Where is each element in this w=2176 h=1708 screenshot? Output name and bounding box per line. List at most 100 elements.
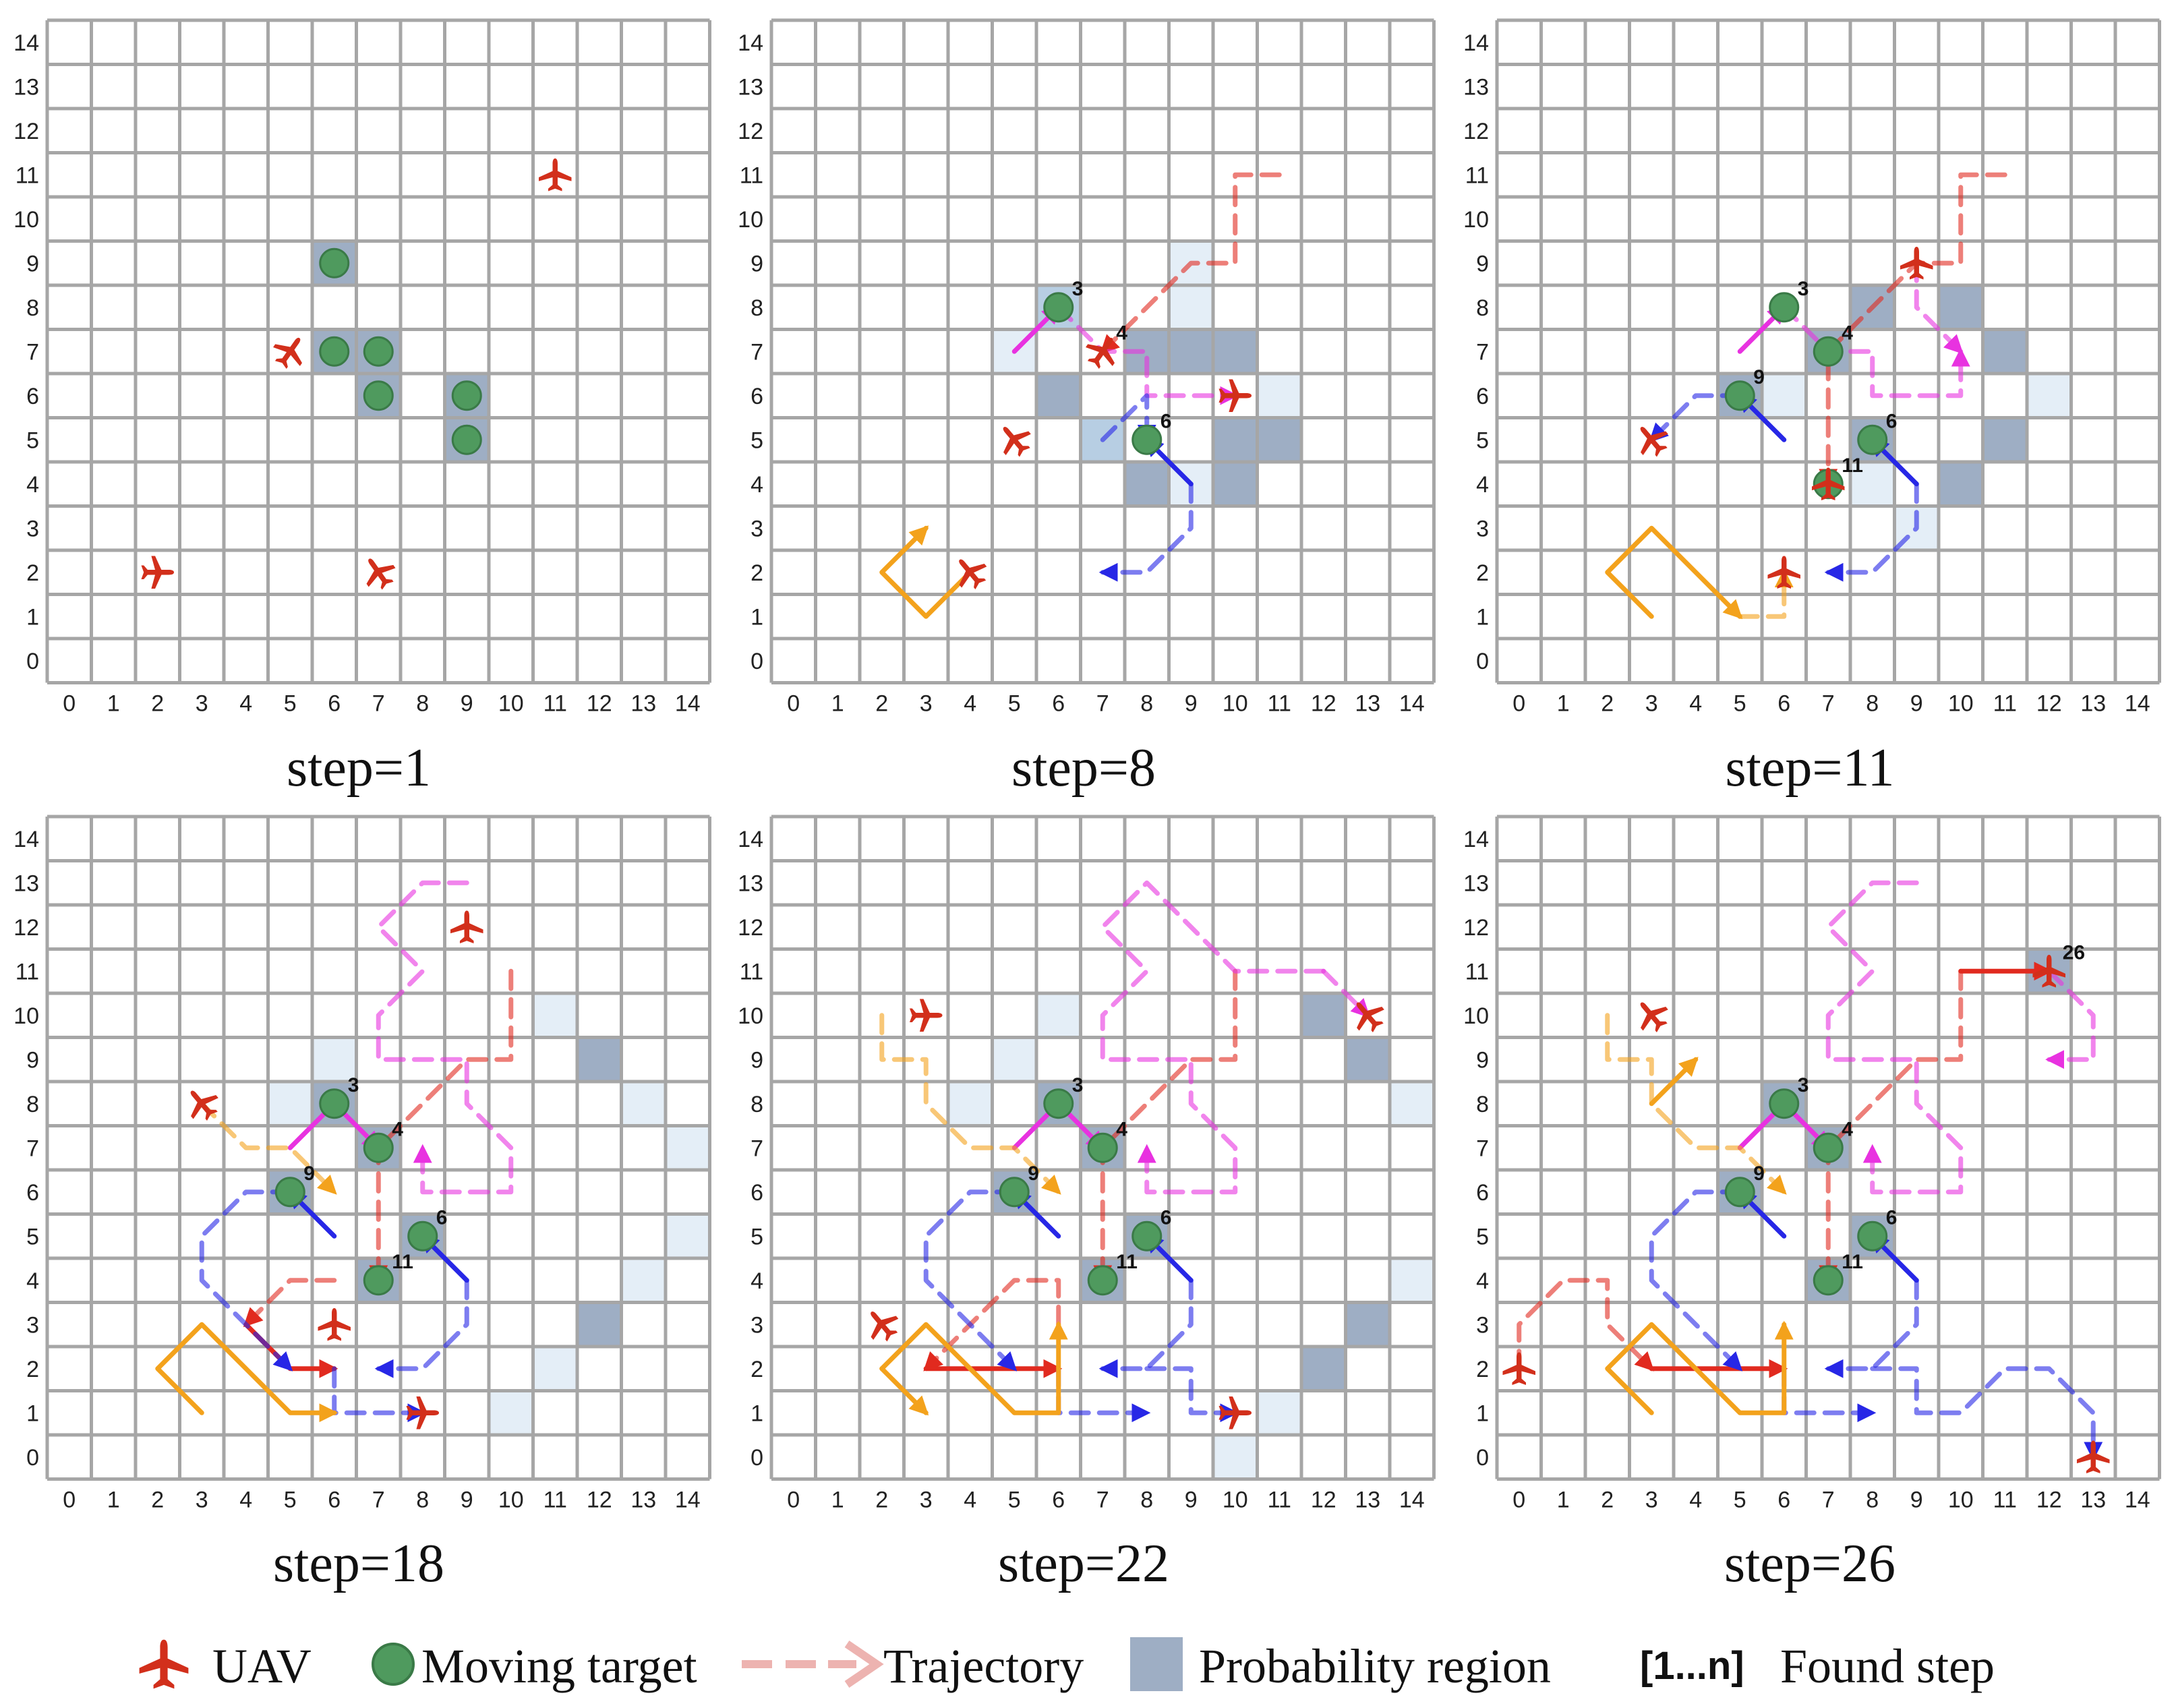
x-tick-label: 0 xyxy=(63,691,76,717)
trajectory-blue xyxy=(1144,1366,1239,1423)
probability-cell xyxy=(948,1082,993,1126)
caption-panel-2: step=8 xyxy=(1011,738,1156,798)
found-step-label: 3 xyxy=(1798,1074,1809,1096)
x-tick-label: 9 xyxy=(1910,691,1923,717)
trajectory-blue xyxy=(199,1189,293,1372)
trajectory-blue xyxy=(1870,1366,2103,1461)
probability-cell xyxy=(2027,374,2071,418)
trajectory-blue xyxy=(1824,481,1919,582)
x-tick-label: 10 xyxy=(1223,1488,1248,1513)
x-tick-label: 9 xyxy=(1910,1488,1923,1513)
x-tick-label: 3 xyxy=(196,691,208,717)
x-tick-label: 2 xyxy=(875,691,888,717)
trajectory-magenta xyxy=(1825,880,1964,1195)
uav-icon xyxy=(141,556,175,589)
uav-icon xyxy=(318,1307,351,1341)
probability-cell xyxy=(1762,374,1806,418)
x-tick-label: 14 xyxy=(1399,691,1425,717)
y-tick-label: 6 xyxy=(26,384,39,409)
x-tick-label: 12 xyxy=(1311,691,1336,717)
moving-target xyxy=(1813,1265,1844,1296)
y-tick-label: 9 xyxy=(1476,251,1489,276)
x-tick-label: 7 xyxy=(372,1488,385,1513)
y-tick-label: 4 xyxy=(1476,1268,1489,1294)
x-tick-label: 5 xyxy=(1734,1488,1746,1513)
panel-2: 0011223344556677889910101111121213131414… xyxy=(738,18,1436,717)
y-tick-label: 5 xyxy=(751,1224,763,1249)
y-tick-label: 5 xyxy=(26,428,39,453)
y-tick-label: 3 xyxy=(26,516,39,541)
legend-probability-label: Probability region xyxy=(1199,1639,1551,1693)
y-tick-label: 7 xyxy=(1476,1136,1489,1161)
y-tick-label: 11 xyxy=(16,163,39,188)
x-tick-label: 4 xyxy=(239,691,252,717)
x-tick-label: 14 xyxy=(2125,1488,2150,1513)
found-step-label: 11 xyxy=(1116,1251,1138,1273)
x-tick-label: 6 xyxy=(328,1488,341,1513)
probability-cell xyxy=(312,1037,357,1082)
x-tick-label: 0 xyxy=(63,1488,76,1513)
y-tick-label: 13 xyxy=(13,871,39,896)
y-tick-label: 13 xyxy=(1463,74,1489,100)
y-tick-label: 7 xyxy=(26,339,39,365)
trajectory-orange xyxy=(879,1366,929,1416)
probability-cell xyxy=(621,1082,666,1126)
x-tick-label: 11 xyxy=(1268,1488,1291,1513)
x-tick-label: 0 xyxy=(1512,1488,1525,1513)
x-tick-label: 1 xyxy=(831,691,844,717)
y-tick-label: 12 xyxy=(738,915,763,941)
moving-target xyxy=(1131,424,1163,455)
x-tick-label: 4 xyxy=(239,1488,252,1513)
panel-5: 0011223344556677889910101111121213131414… xyxy=(738,815,1436,1513)
x-tick-label: 11 xyxy=(543,691,567,717)
y-tick-label: 13 xyxy=(738,74,763,100)
found-step-label: 6 xyxy=(436,1206,448,1229)
y-tick-label: 0 xyxy=(1476,1445,1489,1471)
x-tick-label: 14 xyxy=(1399,1488,1425,1513)
moving-target xyxy=(999,1177,1030,1208)
y-tick-label: 6 xyxy=(26,1180,39,1206)
moving-target xyxy=(1131,1220,1163,1251)
moving-target xyxy=(1813,1132,1844,1163)
legend-trajectory-label: Trajectory xyxy=(883,1639,1084,1693)
y-tick-label: 9 xyxy=(751,251,763,276)
probability-cell xyxy=(1257,417,1301,462)
y-tick-label: 1 xyxy=(1476,1401,1489,1426)
y-tick-label: 7 xyxy=(1476,339,1489,365)
x-tick-label: 8 xyxy=(1866,1488,1879,1513)
x-tick-label: 8 xyxy=(416,691,429,717)
trajectory-blue xyxy=(374,1278,469,1378)
trajectory-orange xyxy=(155,1322,339,1423)
x-tick-label: 3 xyxy=(196,1488,208,1513)
y-tick-label: 14 xyxy=(13,30,39,56)
uav-icon xyxy=(355,549,402,595)
x-tick-label: 4 xyxy=(964,1488,976,1513)
y-tick-label: 10 xyxy=(1463,1003,1489,1029)
trajectory-magenta xyxy=(2045,968,2096,1069)
found-step-label: 4 xyxy=(1116,1118,1127,1140)
uav-icon xyxy=(858,1301,905,1348)
trajectory-blue xyxy=(1649,1189,1743,1372)
trajectory-orange xyxy=(1737,568,1794,619)
x-tick-label: 7 xyxy=(1096,1488,1109,1513)
trajectory-orange xyxy=(1605,1320,1794,1415)
y-tick-label: 7 xyxy=(751,1136,763,1161)
panel-6: 0011223344556677889910101111121213131414… xyxy=(1463,815,2161,1513)
x-tick-label: 8 xyxy=(1140,691,1153,717)
y-tick-label: 6 xyxy=(1476,384,1489,409)
x-tick-label: 0 xyxy=(787,691,800,717)
y-tick-label: 3 xyxy=(751,516,763,541)
x-tick-label: 0 xyxy=(787,1488,800,1513)
probability-cell xyxy=(1982,329,2027,374)
x-tick-label: 2 xyxy=(151,1488,164,1513)
x-tick-label: 8 xyxy=(416,1488,429,1513)
y-tick-label: 0 xyxy=(751,649,763,674)
moving-target xyxy=(1769,1088,1800,1119)
moving-target xyxy=(363,1265,394,1296)
probability-cell xyxy=(1213,462,1258,506)
probability-cell xyxy=(268,1082,312,1126)
x-tick-label: 6 xyxy=(1052,691,1065,717)
x-tick-label: 7 xyxy=(372,691,385,717)
panel-3: 0011223344556677889910101111121213131414… xyxy=(1463,18,2161,717)
y-tick-label: 7 xyxy=(751,339,763,365)
